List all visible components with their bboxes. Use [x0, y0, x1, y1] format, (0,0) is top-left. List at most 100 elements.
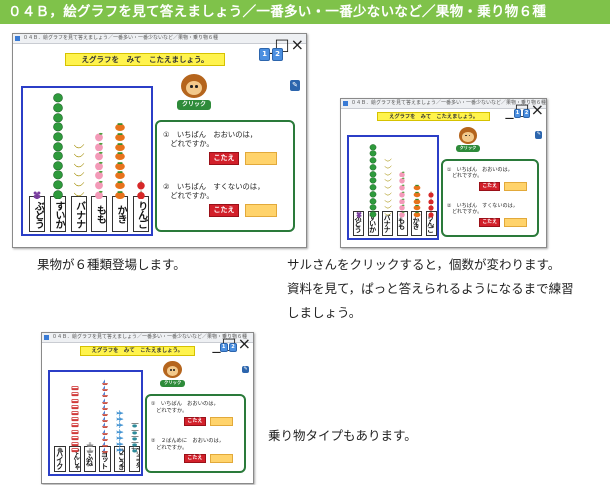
a-app-icon	[15, 36, 20, 41]
yacht-icon	[101, 397, 108, 404]
v-pencil-icon[interactable]: ✎	[242, 365, 250, 374]
b-monkey-eye-left	[465, 134, 467, 137]
v-train-3	[69, 426, 81, 441]
v-graph-column-6: ヘリコプター	[127, 370, 142, 472]
banana-icon	[73, 192, 84, 197]
v-helicopter-5	[129, 414, 141, 428]
v-train-1	[69, 439, 81, 453]
a-page-button-2[interactable]: 2	[272, 48, 283, 61]
watermelon-icon	[369, 157, 377, 164]
b-banana-9	[382, 149, 394, 162]
watermelon-icon	[369, 143, 377, 151]
b-monkey-eye-right	[468, 134, 471, 137]
banana-icon	[384, 212, 392, 216]
b-answer-box-2[interactable]	[504, 218, 527, 228]
watermelon-icon	[53, 151, 63, 161]
b-titlebar: ０４Ｂ．絵グラフを見て答えましょう／一番多い・一番少ないなど／果物・乗り物６種_…	[341, 99, 547, 119]
a-click-label[interactable]: クリック	[177, 100, 211, 110]
b-peach-1	[396, 203, 408, 218]
b-watermelon-7	[367, 162, 379, 178]
b-pencil-icon[interactable]: ✎	[535, 131, 543, 139]
a-window-title: ０４Ｂ．絵グラフを見て答えましょう／一番多い・一番少ないなど／果物・乗り物６種	[23, 35, 219, 41]
a-watermelon-6	[50, 136, 67, 151]
b-window-title: ０４Ｂ．絵グラフを見て答えましょう／一番多い・一番少ないなど／果物・乗り物６種	[351, 100, 547, 106]
v-page-button-2[interactable]: 2	[229, 342, 237, 353]
b-watermelon-2	[367, 196, 379, 211]
airplane-icon	[116, 429, 124, 435]
a-monkey-character[interactable]	[181, 74, 211, 104]
v-yacht-1	[99, 439, 111, 454]
a-apple-1	[132, 184, 149, 200]
train-icon	[71, 442, 79, 447]
v-yacht-2	[99, 432, 111, 448]
helicopter-icon	[131, 423, 139, 428]
a-watermelon-3	[50, 165, 67, 180]
v-answer-button-2[interactable]: こたえ	[184, 453, 206, 463]
a-answer-button-2[interactable]: こたえ	[209, 204, 239, 217]
v-airplane-6	[114, 407, 126, 423]
a-watermelon-10	[50, 98, 67, 113]
banana-icon	[73, 182, 84, 187]
b-watermelon-4	[367, 183, 379, 198]
b-page-button-1[interactable]: 1	[513, 108, 522, 118]
v-helicopter-4	[129, 420, 141, 435]
a-pencil-icon[interactable]: ✎	[290, 80, 300, 91]
v-monkey-character[interactable]	[163, 361, 185, 382]
b-monkey-character[interactable]	[458, 126, 480, 148]
a-persimmon-5	[112, 146, 129, 161]
v-page-button-1[interactable]: 1	[219, 342, 228, 353]
v-titlebar: ０４Ｂ．絵グラフを見て答えましょう／一番多い・一番少ないなど／果物・乗り物６種_…	[42, 333, 253, 353]
b-answer-button-1[interactable]: こたえ	[479, 181, 501, 191]
a-graph-column-1: ぶどう	[27, 86, 48, 232]
v-answer-box-1[interactable]	[210, 417, 234, 427]
v-close-button[interactable]: ×	[237, 334, 251, 353]
yacht-icon	[101, 447, 108, 454]
v-train-2	[69, 432, 81, 447]
v-graph-label-6: ヘリコプター	[129, 446, 141, 472]
a-answer-button-1[interactable]: こたえ	[209, 152, 239, 165]
banana-icon	[73, 153, 84, 158]
a-peach-5	[91, 146, 108, 161]
a-close-button[interactable]: ×	[290, 35, 304, 54]
v-minimize-button[interactable]: _	[212, 334, 221, 353]
v-train-5	[69, 414, 81, 428]
b-answer-box-1[interactable]	[504, 181, 527, 191]
watermelon-icon	[369, 211, 377, 218]
peach-icon	[399, 204, 405, 211]
a-maximize-button[interactable]: □	[274, 35, 290, 54]
b-question-1: ① いちばん おおいのは， どれですか。	[446, 166, 513, 179]
v-airplane-2	[114, 432, 126, 448]
a-watermelon-11	[50, 88, 67, 103]
b-page-button-2[interactable]: 2	[522, 108, 531, 118]
banana-icon	[73, 172, 84, 177]
a-answer-box-1[interactable]	[245, 152, 277, 165]
b-click-label[interactable]: クリック	[456, 145, 480, 152]
v-answer-box-2[interactable]	[210, 453, 234, 463]
b-peach-5	[396, 176, 408, 191]
a-page-button-1[interactable]: 1	[259, 48, 270, 61]
a-answer-box-2[interactable]	[245, 204, 277, 217]
v-airplane-1	[114, 439, 126, 454]
train-icon	[71, 398, 79, 403]
a-watermelon-4	[50, 155, 67, 171]
train-icon	[71, 392, 79, 397]
b-close-button[interactable]: ×	[530, 100, 544, 119]
a-watermelon-8	[50, 117, 67, 132]
b-maximize-button[interactable]: □	[514, 100, 530, 119]
train-icon	[71, 436, 79, 441]
v-maximize-button[interactable]: □	[221, 334, 236, 353]
b-answer-button-2[interactable]: こたえ	[479, 218, 501, 228]
a-minimize-button[interactable]: _	[265, 35, 274, 54]
v-answer-button-1[interactable]: こたえ	[184, 417, 206, 427]
watermelon-icon	[53, 122, 63, 132]
watermelon-icon	[53, 180, 63, 190]
a-monkey-face	[186, 81, 202, 95]
train-icon	[71, 448, 79, 453]
b-minimize-button[interactable]: _	[505, 100, 514, 119]
v-monkey-eye-left	[169, 369, 172, 371]
ship-icon	[86, 448, 94, 454]
v-click-label[interactable]: クリック	[160, 379, 185, 387]
v-yacht-11	[99, 376, 111, 391]
v-graph-column-3: ふね	[82, 370, 97, 472]
